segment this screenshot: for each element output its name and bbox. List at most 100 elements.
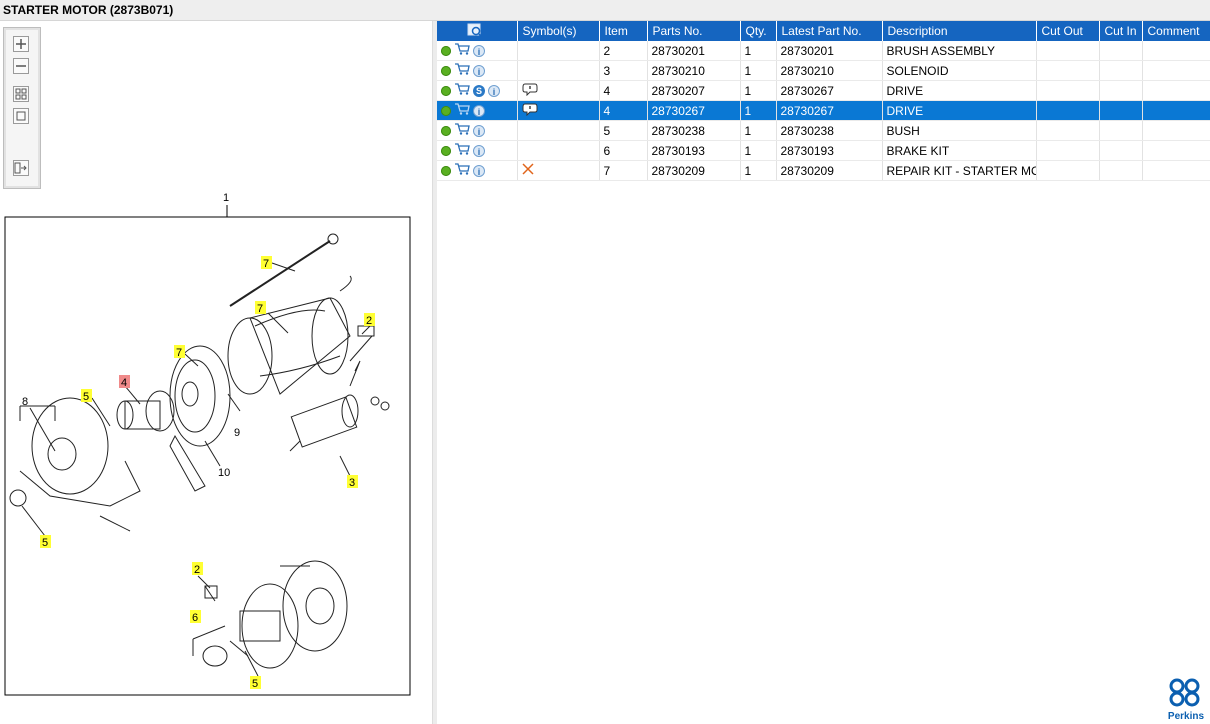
cell-comment — [1142, 160, 1210, 181]
perkins-logo-icon — [1169, 678, 1200, 707]
callout-assembly[interactable]: 1 — [223, 192, 229, 204]
info-icon[interactable]: i — [473, 64, 485, 77]
cell-description: BUSH — [882, 120, 1037, 141]
row-actions: i — [437, 140, 518, 161]
search-parts-icon[interactable] — [467, 23, 483, 40]
parts-grid: Symbol(s) Item Parts No. Qty. Latest Par… — [437, 21, 1210, 181]
cell-comment — [1142, 60, 1210, 81]
zoom-in-icon[interactable] — [13, 36, 29, 52]
cart-icon[interactable] — [454, 83, 470, 98]
cell-cut-out — [1036, 140, 1100, 161]
cell-item: 7 — [599, 160, 648, 181]
table-row[interactable]: i 2 28730201 1 28730201 BRUSH ASSEMBLY — [437, 41, 1210, 61]
cell-comment — [1142, 80, 1210, 101]
cart-icon[interactable] — [454, 123, 470, 138]
cell-parts-no: 28730210 — [647, 60, 741, 81]
title-bar: STARTER MOTOR (2873B071) — [0, 0, 1210, 21]
exploded-diagram[interactable]: 1 — [0, 186, 432, 724]
row-symbols — [517, 80, 600, 101]
cell-latest: 28730267 — [776, 100, 883, 121]
cart-icon[interactable] — [454, 43, 470, 58]
callout-5b[interactable]: 5 — [42, 537, 48, 549]
info-icon[interactable]: i — [473, 104, 485, 117]
row-symbols — [517, 60, 600, 81]
cell-latest: 28730201 — [776, 41, 883, 61]
col-cut-in[interactable]: Cut In — [1099, 21, 1143, 41]
cell-description: REPAIR KIT - STARTER MOTOR — [882, 160, 1037, 181]
col-cut-out[interactable]: Cut Out — [1036, 21, 1100, 41]
callout-2b[interactable]: 2 — [194, 564, 200, 576]
gear-icon[interactable] — [441, 45, 451, 56]
cell-parts-no: 28730209 — [647, 160, 741, 181]
col-actions[interactable] — [437, 21, 518, 41]
gear-icon[interactable] — [441, 165, 451, 176]
table-row[interactable]: i 3 28730210 1 28730210 SOLENOID — [437, 60, 1210, 81]
callout-9[interactable]: 9 — [234, 427, 240, 439]
cell-parts-no: 28730193 — [647, 140, 741, 161]
info-icon[interactable]: i — [473, 44, 485, 57]
service-info-icon[interactable]: S — [473, 84, 485, 97]
cell-qty: 1 — [740, 160, 777, 181]
col-comment[interactable]: Comment — [1142, 21, 1210, 41]
callout-10[interactable]: 10 — [218, 467, 230, 479]
col-item[interactable]: Item — [599, 21, 648, 41]
callout-6[interactable]: 6 — [192, 612, 198, 624]
cell-latest: 28730209 — [776, 160, 883, 181]
callout-3[interactable]: 3 — [349, 477, 355, 489]
cart-icon[interactable] — [454, 63, 470, 78]
cell-comment — [1142, 140, 1210, 161]
info-icon[interactable]: i — [488, 84, 500, 97]
col-symbols[interactable]: Symbol(s) — [517, 21, 600, 41]
table-row-selected[interactable]: i 4 28730267 1 28730267 DRIVE — [437, 100, 1210, 121]
callout-7c[interactable]: 7 — [176, 347, 182, 359]
cart-icon[interactable] — [454, 103, 470, 118]
superseded-note-icon[interactable] — [522, 102, 538, 119]
cell-description: BRUSH ASSEMBLY — [882, 41, 1037, 61]
table-row[interactable]: i 5 28730238 1 28730238 BUSH — [437, 120, 1210, 141]
close-icon[interactable] — [521, 163, 534, 178]
callout-5a[interactable]: 5 — [83, 391, 89, 403]
col-latest-part-no[interactable]: Latest Part No. — [776, 21, 883, 41]
info-icon[interactable]: i — [473, 144, 485, 157]
commutator-end-cover — [280, 560, 348, 652]
cell-cut-out — [1036, 100, 1100, 121]
info-icon[interactable]: i — [473, 164, 485, 177]
cell-latest: 28730210 — [776, 60, 883, 81]
info-icon[interactable]: i — [473, 124, 485, 137]
superseded-note-icon[interactable] — [522, 82, 538, 99]
cell-cut-in — [1099, 41, 1143, 61]
cell-cut-out — [1036, 41, 1100, 61]
gear-icon[interactable] — [441, 145, 451, 156]
callout-7a[interactable]: 7 — [263, 258, 269, 270]
gear-icon[interactable] — [441, 125, 451, 136]
cell-item: 5 — [599, 120, 648, 141]
layout-toggle-icon[interactable] — [13, 160, 29, 176]
cell-cut-out — [1036, 80, 1100, 101]
callout-8[interactable]: 8 — [22, 396, 28, 408]
callout-group: 7 7 2 7 4 5 8 9 10 3 5 2 6 5 — [22, 256, 375, 690]
gear-icon[interactable] — [441, 65, 451, 76]
row-actions: i — [437, 160, 518, 181]
callout-5c[interactable]: 5 — [252, 678, 258, 690]
zoom-out-icon[interactable] — [13, 58, 29, 74]
cell-qty: 1 — [740, 100, 777, 121]
actual-size-icon[interactable] — [13, 108, 29, 124]
fit-all-icon[interactable] — [13, 86, 29, 102]
callout-2a[interactable]: 2 — [366, 315, 372, 327]
table-row[interactable]: i 7 28730209 1 28730209 REPAIR KIT - STA… — [437, 160, 1210, 181]
callout-4[interactable]: 4 — [121, 377, 127, 389]
cell-cut-out — [1036, 60, 1100, 81]
col-qty[interactable]: Qty. — [740, 21, 777, 41]
callout-7b[interactable]: 7 — [257, 303, 263, 315]
col-parts-no[interactable]: Parts No. — [647, 21, 741, 41]
gear-icon[interactable] — [441, 105, 451, 116]
gear-icon[interactable] — [441, 85, 451, 96]
table-row[interactable]: i 6 28730193 1 28730193 BRAKE KIT — [437, 140, 1210, 161]
illustration-pane[interactable]: 1 — [0, 21, 432, 724]
cart-icon[interactable] — [454, 143, 470, 158]
pane-splitter[interactable] — [432, 21, 437, 724]
cart-icon[interactable] — [454, 163, 470, 178]
col-description[interactable]: Description — [882, 21, 1037, 41]
